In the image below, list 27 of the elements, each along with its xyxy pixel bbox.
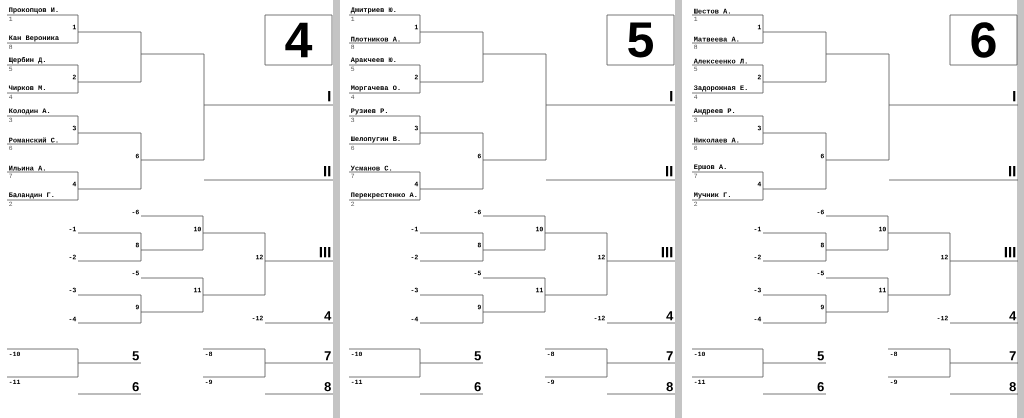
- place-label: III: [319, 247, 331, 258]
- place-label: 5: [474, 351, 481, 361]
- place-label: 5: [132, 351, 139, 361]
- place-label: 6: [474, 382, 481, 392]
- place-label: 5: [817, 351, 824, 361]
- place-label: II: [324, 166, 331, 177]
- group-number-box: 4: [264, 14, 333, 66]
- place-label: III: [1004, 247, 1016, 258]
- place-label: 8: [1009, 382, 1016, 392]
- place-label: 8: [324, 382, 331, 392]
- place-label: 7: [324, 351, 331, 361]
- place-label: I: [670, 91, 673, 102]
- place-label: 4: [324, 311, 332, 321]
- place-label: 6: [817, 382, 824, 392]
- place-label: II: [666, 166, 673, 177]
- group-number-box: 6: [949, 14, 1018, 66]
- place-label: 7: [1009, 351, 1016, 361]
- place-label: I: [1013, 91, 1016, 102]
- place-label: 4: [1009, 311, 1017, 321]
- place-label: II: [1009, 166, 1016, 177]
- group-number-box: 5: [606, 14, 675, 66]
- place-label: 7: [666, 351, 673, 361]
- place-label: 6: [132, 382, 139, 392]
- place-label: I: [328, 91, 331, 102]
- place-label: III: [661, 247, 673, 258]
- place-label: 4: [666, 311, 674, 321]
- place-label: 8: [666, 382, 673, 392]
